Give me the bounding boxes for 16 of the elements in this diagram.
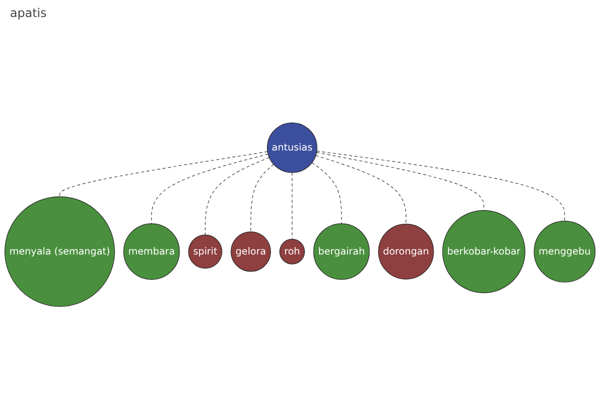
node-circle: bergairah <box>313 224 370 280</box>
node-circle: spirit <box>188 234 222 269</box>
connector <box>316 152 484 212</box>
node-circle: menggebu <box>534 221 596 283</box>
node-circle: dorongan <box>378 224 434 280</box>
node-circle: antusias <box>266 122 318 174</box>
node-circle: berkobar-kobar <box>442 210 526 294</box>
connector <box>151 154 268 224</box>
connector <box>315 155 406 225</box>
node-circle: gelora <box>230 232 271 272</box>
node-circle: roh <box>279 239 305 265</box>
node-circle: menyala (semangat) <box>4 196 115 308</box>
connector <box>204 157 270 236</box>
node-circle: membara <box>123 224 180 280</box>
note-text: apatis <box>10 6 47 20</box>
connector <box>250 164 274 232</box>
